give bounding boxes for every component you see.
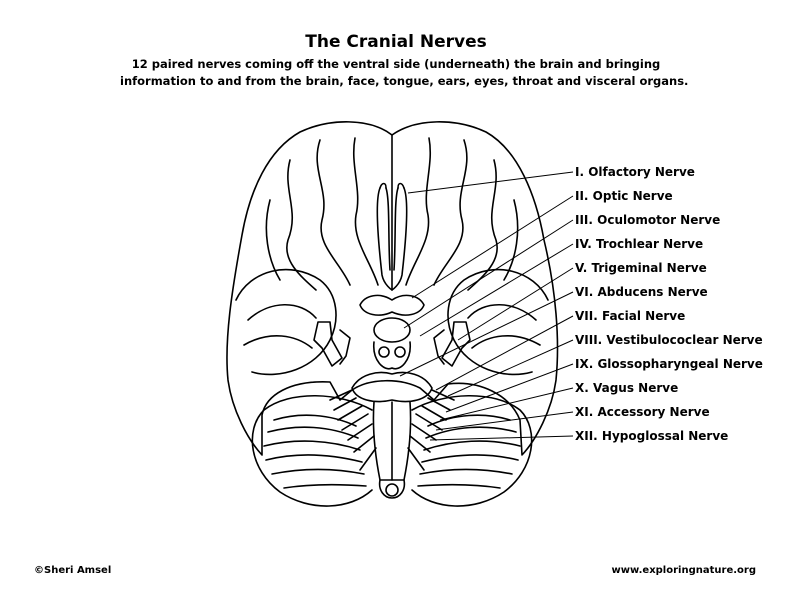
label-optic-nerve: II. Optic Nerve (575, 189, 673, 203)
cerebellum-left (251, 395, 373, 507)
trigeminal-left (313, 321, 343, 367)
leader-line-vestibulocochlear (447, 339, 574, 397)
pons (351, 371, 433, 403)
copyright-text: ©Sheri Amsel (34, 565, 112, 576)
subtitle-line-1: 12 paired nerves coming off the ventral … (131, 57, 661, 71)
leader-line-abducens (399, 291, 574, 377)
leader-line-facial (435, 315, 574, 391)
leader-line-vagus (439, 387, 574, 421)
label-facial-nerve: VII. Facial Nerve (575, 309, 686, 323)
leader-line-trochlear (419, 243, 574, 337)
label-abducens-nerve: VI. Abducens Nerve (575, 285, 708, 299)
cerebellum-right (411, 395, 533, 507)
leader-line-accessory (435, 411, 574, 431)
label-hypoglossal-nerve: XII. Hypoglossal Nerve (575, 429, 729, 443)
label-trochlear-nerve: IV. Trochlear Nerve (575, 237, 704, 251)
website-link[interactable]: www.exploringnature.org (611, 565, 756, 576)
spinal-cord (378, 479, 406, 499)
label-oculomotor-nerve: III. Oculomotor Nerve (575, 213, 721, 227)
page-title: The Cranial Nerves (305, 32, 487, 52)
temporal-lobe-right (447, 268, 549, 376)
leader-line-olfactory (407, 171, 574, 194)
brain-outline (226, 121, 559, 456)
optic-chiasm (359, 294, 425, 316)
leader-line-hypoglossal (429, 435, 574, 441)
label-glossopharyngeal-nerve: IX. Glossopharyngeal Nerve (575, 357, 763, 371)
trigeminal-right (441, 321, 471, 367)
label-olfactory-nerve: I. Olfactory Nerve (575, 165, 695, 179)
pituitary (373, 317, 411, 343)
page-subtitle: 12 paired nerves coming off the ventral … (120, 56, 689, 90)
label-trigeminal-nerve: V. Trigeminal Nerve (575, 261, 707, 275)
temporal-lobe-left (235, 268, 337, 376)
leader-line-oculomotor (403, 219, 574, 329)
label-vestibulocochlear-nerve: VIII. Vestibulococlear Nerve (575, 333, 763, 347)
leader-line-optic (411, 195, 574, 299)
olfactory-tract-left (376, 187, 393, 291)
label-accessory-nerve: XI. Accessory Nerve (575, 405, 710, 419)
subtitle-line-2: information to and from the brain, face,… (120, 74, 689, 88)
label-vagus-nerve: X. Vagus Nerve (575, 381, 679, 395)
leader-line-glossopharyngeal (445, 363, 574, 413)
leader-line-trigeminal (457, 267, 574, 341)
olfactory-tract-right (391, 187, 408, 291)
